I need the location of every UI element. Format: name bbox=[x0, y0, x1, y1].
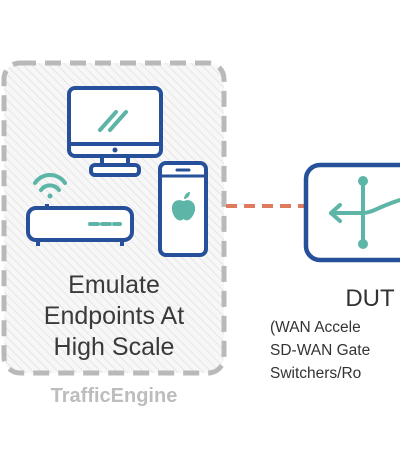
caption-line: Endpoints At bbox=[43, 302, 185, 330]
dut-description-line: Switchers/Ro bbox=[270, 365, 362, 382]
wifi-icon bbox=[33, 173, 67, 199]
caption-line: Emulate bbox=[68, 271, 160, 299]
traffic-engine-label: TrafficEngine bbox=[50, 385, 178, 407]
monitor-icon bbox=[67, 86, 163, 177]
dut-description-line: (WAN Accele bbox=[270, 319, 361, 336]
caption-line: High Scale bbox=[53, 333, 175, 361]
traffic-engine-caption: Emulate Endpoints At High Scale bbox=[0, 270, 228, 363]
apple-icon bbox=[171, 192, 196, 221]
dut-title: DUT bbox=[345, 285, 395, 312]
dut-description-line: SD-WAN Gate bbox=[270, 342, 371, 359]
split-arrows-icon bbox=[329, 176, 400, 249]
dut-description: (WAN Accele SD-WAN Gate Switchers/Ro bbox=[270, 316, 400, 385]
router-icon bbox=[26, 204, 134, 246]
